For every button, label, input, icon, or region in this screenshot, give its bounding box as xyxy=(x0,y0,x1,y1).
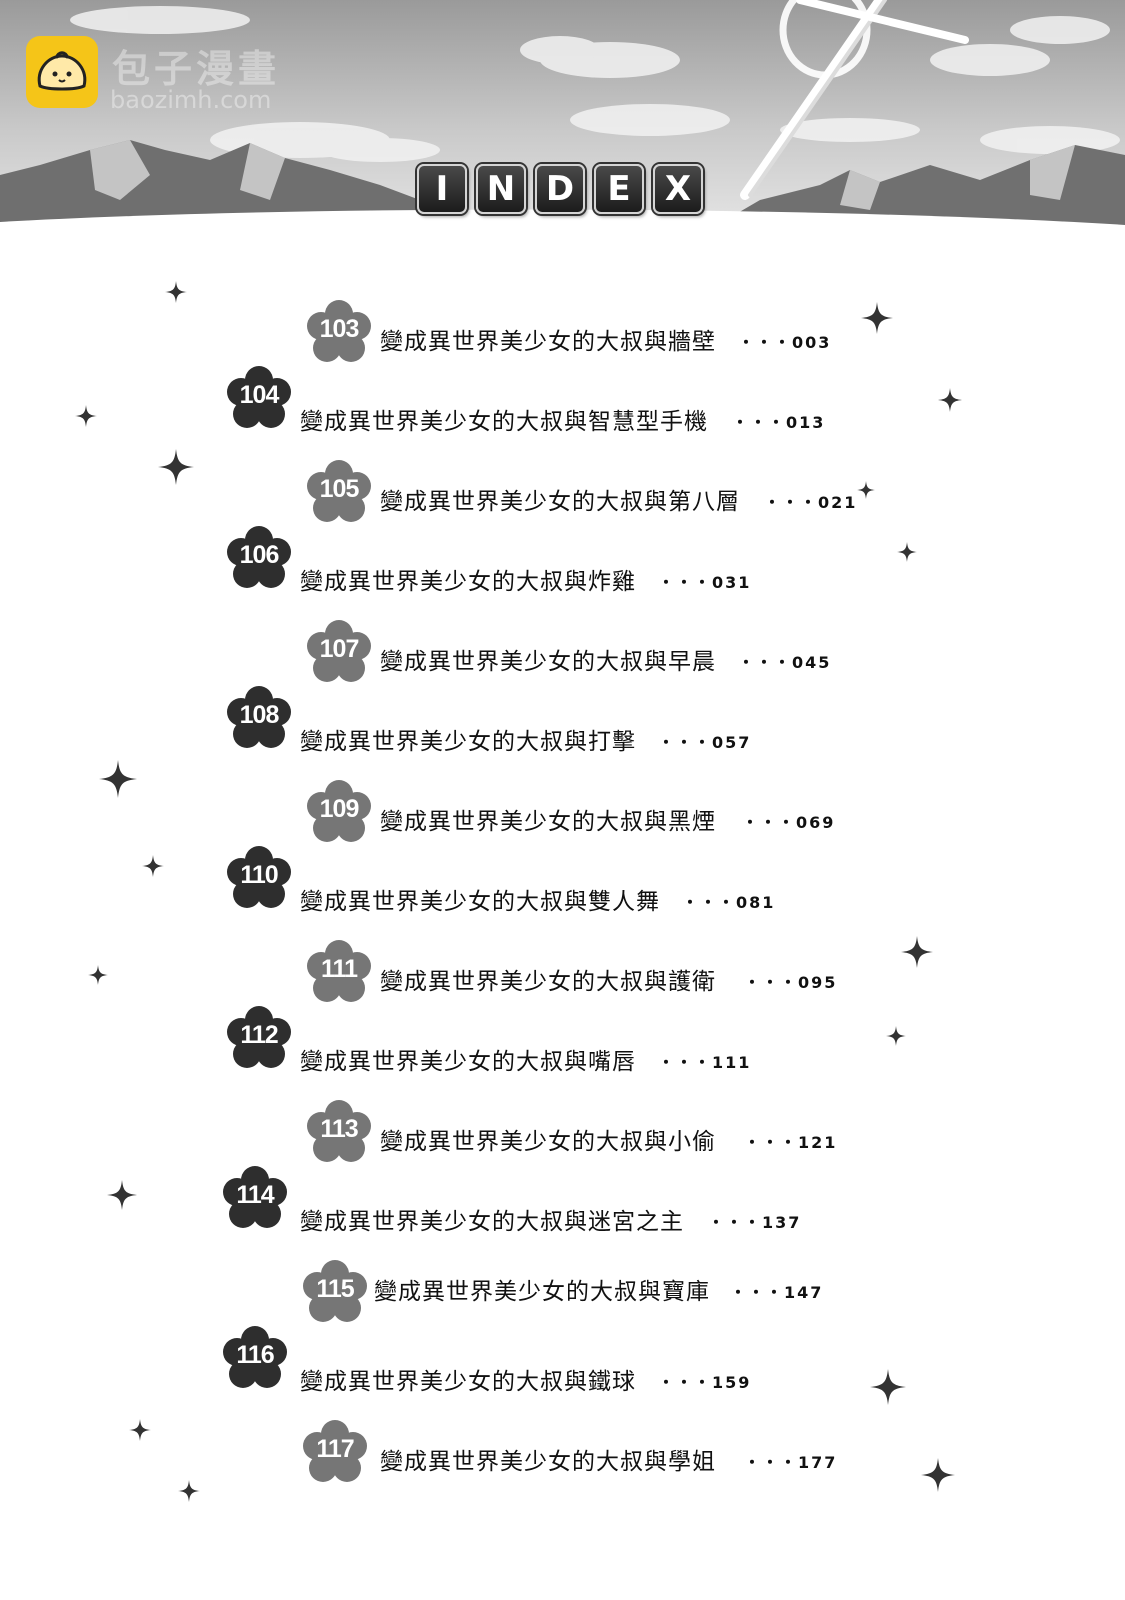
flower-badge-icon xyxy=(303,1420,367,1482)
chapter-title: 變成異世界美少女的大叔與學姐 xyxy=(380,1449,716,1475)
chapter-badge: 117 xyxy=(302,1420,368,1486)
chapter-number: 111 xyxy=(321,955,358,983)
page-number: ・・・003 xyxy=(738,333,832,352)
chapter-number: 104 xyxy=(239,381,280,409)
chapter-badge: 107 xyxy=(306,620,372,686)
flower-badge-icon xyxy=(307,780,371,842)
page-number: ・・・177 xyxy=(744,1453,838,1472)
flower-badge-icon xyxy=(227,846,291,908)
chapter-number: 109 xyxy=(319,795,360,823)
index-letter: I xyxy=(417,164,467,214)
chapter-badge: 110 xyxy=(226,846,292,912)
chapter-title: 變成異世界美少女的大叔與小偷 xyxy=(380,1129,716,1155)
chapter-title: 變成異世界美少女的大叔與雙人舞 xyxy=(300,889,660,915)
chapter-title: 變成異世界美少女的大叔與打擊 xyxy=(300,729,636,755)
index-letter: E xyxy=(594,164,644,214)
chapter-title: 變成異世界美少女的大叔與早晨 xyxy=(380,649,716,675)
bun-mascot-icon xyxy=(37,51,87,91)
page-number: ・・・013 xyxy=(732,413,826,432)
chapter-badge: 112 xyxy=(226,1006,292,1072)
chapter-badge: 106 xyxy=(226,526,292,592)
chapter-title: 變成異世界美少女的大叔與智慧型手機 xyxy=(300,409,708,435)
chapter-number: 113 xyxy=(320,1115,358,1143)
chapter-number: 108 xyxy=(239,701,280,729)
index-letter: D xyxy=(535,164,585,214)
page-number: ・・・121 xyxy=(744,1133,838,1152)
flower-badge-icon xyxy=(303,1260,367,1322)
header-banner: 包子漫畫 baozimh.com I N D E X xyxy=(0,0,1125,235)
chapter-title: 變成異世界美少女的大叔與黑煙 xyxy=(380,809,716,835)
chapter-badge: 115 xyxy=(302,1260,368,1326)
sky-mountain-illustration xyxy=(0,0,1125,235)
chapter-badge: 105 xyxy=(306,460,372,526)
site-url-watermark: baozimh.com xyxy=(110,86,272,114)
chapter-title: 變成異世界美少女的大叔與嘴唇 xyxy=(300,1049,636,1075)
chapter-number: 115 xyxy=(316,1275,354,1303)
chapter-number: 105 xyxy=(319,475,360,503)
chapter-number: 103 xyxy=(319,315,360,343)
flower-badge-icon xyxy=(223,1166,287,1228)
chapter-title: 變成異世界美少女的大叔與鐵球 xyxy=(300,1369,636,1395)
page-number: ・・・111 xyxy=(658,1053,752,1072)
index-letter: X xyxy=(653,164,703,214)
chapter-badge: 108 xyxy=(226,686,292,752)
page-number: ・・・137 xyxy=(708,1213,802,1232)
site-logo xyxy=(26,36,98,108)
chapter-title: 變成異世界美少女的大叔與第八層 xyxy=(380,489,740,515)
chapter-badge: 104 xyxy=(226,366,292,432)
chapter-number: 107 xyxy=(319,635,360,663)
chapter-badge: 109 xyxy=(306,780,372,846)
page-number: ・・・159 xyxy=(658,1373,752,1392)
chapter-badge: 113 xyxy=(306,1100,372,1166)
chapter-badge: 116 xyxy=(222,1326,288,1392)
page-number: ・・・045 xyxy=(738,653,832,672)
page-number: ・・・057 xyxy=(658,733,752,752)
flower-badge-icon xyxy=(307,940,371,1002)
flower-badge-icon xyxy=(227,366,291,428)
chapter-number: 117 xyxy=(316,1435,354,1463)
flower-badge-icon xyxy=(307,620,371,682)
flower-badge-icon xyxy=(227,686,291,748)
chapter-title: 變成異世界美少女的大叔與牆壁 xyxy=(380,329,716,355)
chapter-number: 116 xyxy=(236,1341,274,1369)
flower-badge-icon xyxy=(227,1006,291,1068)
chapter-badge: 111 xyxy=(306,940,372,1006)
index-letter: N xyxy=(476,164,526,214)
index-title: I N D E X xyxy=(417,164,703,214)
page-number: ・・・095 xyxy=(744,973,838,992)
chapter-number: 114 xyxy=(236,1181,274,1209)
page-number: ・・・147 xyxy=(730,1283,824,1302)
chapter-title: 變成異世界美少女的大叔與炸雞 xyxy=(300,569,636,595)
flower-badge-icon xyxy=(227,526,291,588)
page-number: ・・・081 xyxy=(682,893,776,912)
chapter-title: 變成異世界美少女的大叔與迷宮之主 xyxy=(300,1209,684,1235)
flower-badge-icon xyxy=(307,460,371,522)
chapter-number: 112 xyxy=(240,1021,278,1049)
page-number: ・・・031 xyxy=(658,573,752,592)
chapter-badge: 103 xyxy=(306,300,372,366)
page-number: ・・・069 xyxy=(742,813,836,832)
flower-badge-icon xyxy=(307,300,371,362)
page-number: ・・・021 xyxy=(764,493,858,512)
chapter-badge: 114 xyxy=(222,1166,288,1232)
site-watermark: 包子漫畫 xyxy=(112,47,281,91)
flower-badge-icon xyxy=(223,1326,287,1388)
flower-badge-icon xyxy=(307,1100,371,1162)
chapter-number: 110 xyxy=(240,861,278,889)
chapter-title: 變成異世界美少女的大叔與護衛 xyxy=(380,969,716,995)
chapter-title: 變成異世界美少女的大叔與寶庫 xyxy=(374,1279,710,1305)
chapter-number: 106 xyxy=(239,541,280,569)
